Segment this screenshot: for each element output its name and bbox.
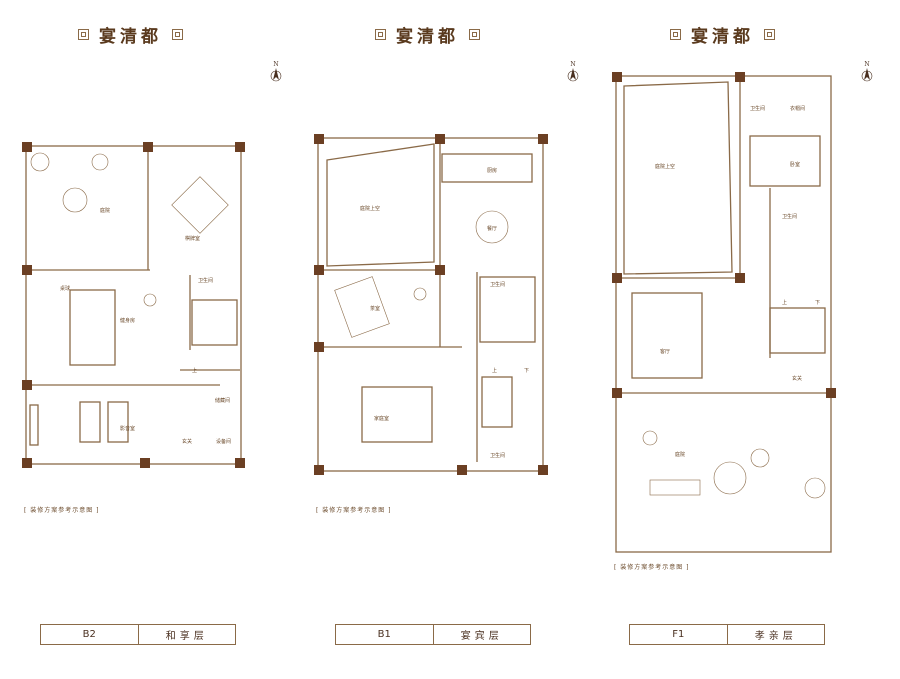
- level-name: 和享层: [165, 631, 208, 642]
- room-label: 健身房: [120, 317, 135, 324]
- plan-caption: [ 装修方案参考示意图 ]: [316, 507, 392, 514]
- north-arrow-icon: N: [567, 61, 579, 82]
- level-code: F1: [630, 625, 728, 644]
- room-label: 设备间: [216, 438, 231, 445]
- room-label: 庭院: [100, 207, 110, 214]
- brand-text: 宴清都: [691, 27, 754, 47]
- brand-title-f1: 宴清都: [670, 22, 775, 47]
- room-label: 上: [192, 367, 197, 374]
- room-label: 桌球: [60, 285, 70, 292]
- room-label: 庭院上空: [360, 205, 380, 212]
- brand-title-b1: 宴清都: [375, 22, 480, 47]
- ornament-icon: [375, 29, 386, 40]
- level-code: B2: [41, 625, 139, 644]
- svg-text:N: N: [570, 61, 575, 68]
- room-label: 客厅: [660, 348, 670, 355]
- room-label: 茶室: [370, 305, 380, 312]
- room-label: 卫生间: [750, 105, 765, 112]
- room-label: 棋牌室: [185, 235, 200, 242]
- room-label: 玄关: [792, 375, 802, 382]
- level-code: B1: [336, 625, 434, 644]
- room-label: 衣帽间: [790, 105, 805, 112]
- room-label: 卫生间: [782, 213, 797, 220]
- level-name: 宴宾层: [460, 631, 503, 642]
- room-label: 卫生间: [490, 452, 505, 459]
- svg-text:N: N: [273, 61, 278, 68]
- floor-plan-f1: 庭院上空 卫生间 衣帽间 卧室 卫生间 客厅 玄关 庭院 上 下: [612, 72, 836, 553]
- room-label: 上: [782, 299, 787, 306]
- room-label: 影音室: [120, 425, 135, 432]
- ornament-icon: [469, 29, 480, 40]
- room-label: 餐厅: [487, 225, 497, 232]
- level-label-b1: B1 宴宾层: [335, 624, 531, 645]
- floor-plan-b1: 庭院上空 厨房 餐厅 茶室 卫生间 家庭室 卫生间 上 下: [314, 134, 548, 475]
- svg-text:N: N: [864, 61, 869, 68]
- ornament-icon: [78, 29, 89, 40]
- brand-text: 宴清都: [396, 27, 459, 47]
- room-label: 储藏间: [215, 397, 230, 404]
- room-label: 下: [815, 300, 820, 306]
- room-label: 上: [492, 367, 497, 374]
- room-label: 厨房: [487, 167, 497, 174]
- room-label: 卫生间: [490, 281, 505, 288]
- room-label: 庭院: [675, 451, 685, 458]
- brand-title-b2: 宴清都: [78, 22, 183, 47]
- level-name: 孝亲层: [754, 631, 797, 642]
- ornament-icon: [764, 29, 775, 40]
- room-label: 玄关: [182, 438, 192, 445]
- room-label: 卫生间: [198, 277, 213, 284]
- brand-text: 宴清都: [99, 27, 162, 47]
- room-label: 卧室: [790, 161, 800, 168]
- room-label: 庭院上空: [655, 163, 675, 170]
- floor-plan-b2: 庭院 棋牌室 桌球 健身房 卫生间 储藏间 影音室 玄关 设备间 上: [22, 142, 245, 468]
- north-arrow-icon: N: [270, 61, 282, 82]
- north-arrow-icon: N: [861, 61, 873, 82]
- ornament-icon: [172, 29, 183, 40]
- room-label: 家庭室: [374, 415, 389, 422]
- room-label: 下: [524, 368, 529, 374]
- level-label-b2: B2 和享层: [40, 624, 236, 645]
- ornament-icon: [670, 29, 681, 40]
- plan-caption: [ 装修方案参考示意图 ]: [614, 564, 690, 571]
- plan-caption: [ 装修方案参考示意图 ]: [24, 507, 100, 514]
- level-label-f1: F1 孝亲层: [629, 624, 825, 645]
